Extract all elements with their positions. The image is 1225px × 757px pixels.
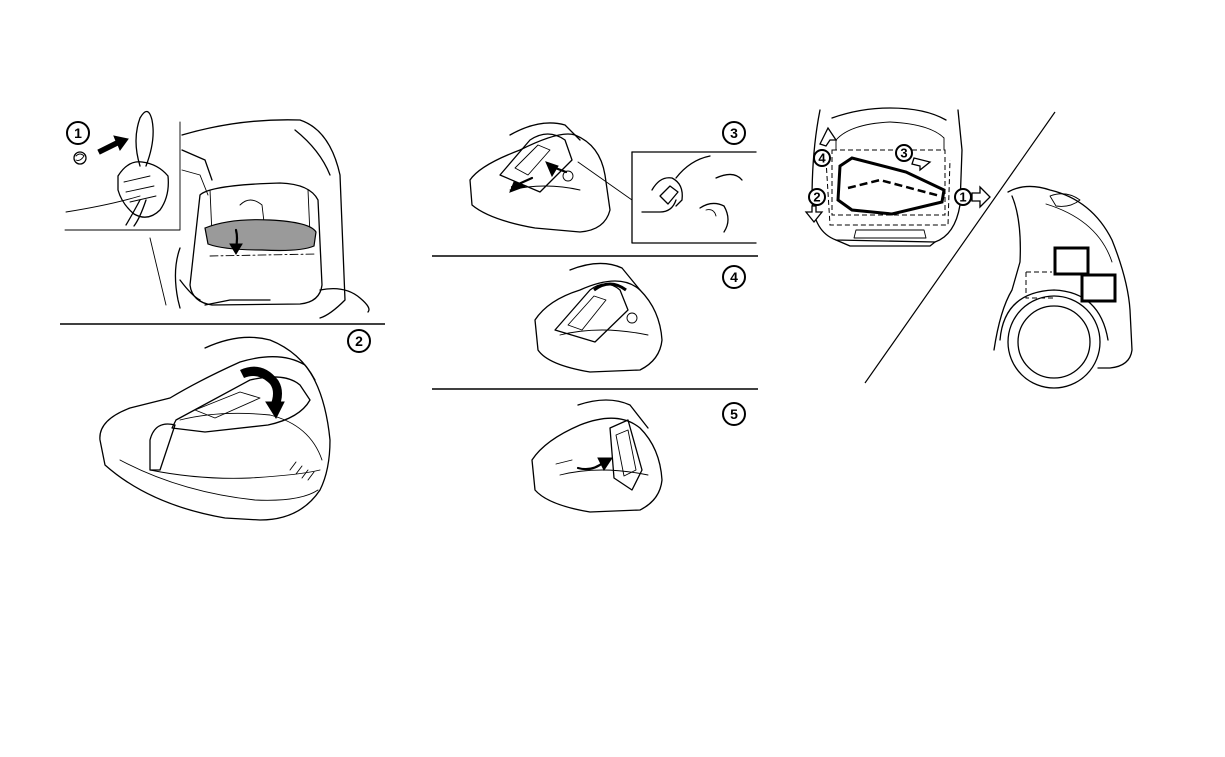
diagonal-divider: [865, 112, 1055, 383]
marker-4: 4: [814, 128, 836, 166]
svg-text:2: 2: [355, 333, 363, 349]
svg-text:1: 1: [74, 125, 82, 141]
marker-2: 2: [806, 189, 825, 222]
panel-step-3-unhook: 3: [470, 122, 756, 243]
strap-loop-icon: [126, 111, 153, 226]
unhook-arrows-icon: [510, 162, 566, 192]
cargo-floor-cover: [205, 220, 316, 251]
car-side-view: [994, 186, 1132, 388]
step-2-label: 2: [348, 330, 370, 352]
svg-text:4: 4: [730, 269, 738, 285]
step-5-label: 5: [723, 403, 745, 425]
step-3-label: 3: [723, 122, 745, 144]
hook-detail-icon: [642, 156, 742, 232]
storage-location-boxes: [1055, 248, 1115, 301]
svg-text:5: 5: [730, 406, 738, 422]
pull-arrow-icon: [98, 136, 128, 154]
lift-arrow-icon: [240, 367, 284, 418]
panel-step-4-fold: 4: [535, 263, 745, 372]
svg-text:3: 3: [900, 146, 907, 161]
marker-1: 1: [955, 187, 990, 207]
stow-arrow-icon: [578, 458, 612, 470]
svg-text:1: 1: [959, 190, 966, 205]
svg-text:4: 4: [818, 151, 826, 166]
step-1-label: 1: [67, 122, 89, 144]
panel-step-2-lift-cover: 2: [100, 330, 370, 520]
panel-step-1-cargo-area: 1: [65, 111, 369, 318]
svg-text:3: 3: [730, 125, 738, 141]
panel-step-5-stow: 5: [532, 400, 745, 512]
clip-icon: [74, 152, 86, 164]
svg-text:2: 2: [813, 190, 820, 205]
panel-location-diagram: 4 3 2 1: [806, 108, 1132, 388]
step-4-label: 4: [723, 266, 745, 288]
spare-tire-tray-outline: [838, 158, 944, 214]
marker-3: 3: [896, 145, 930, 170]
